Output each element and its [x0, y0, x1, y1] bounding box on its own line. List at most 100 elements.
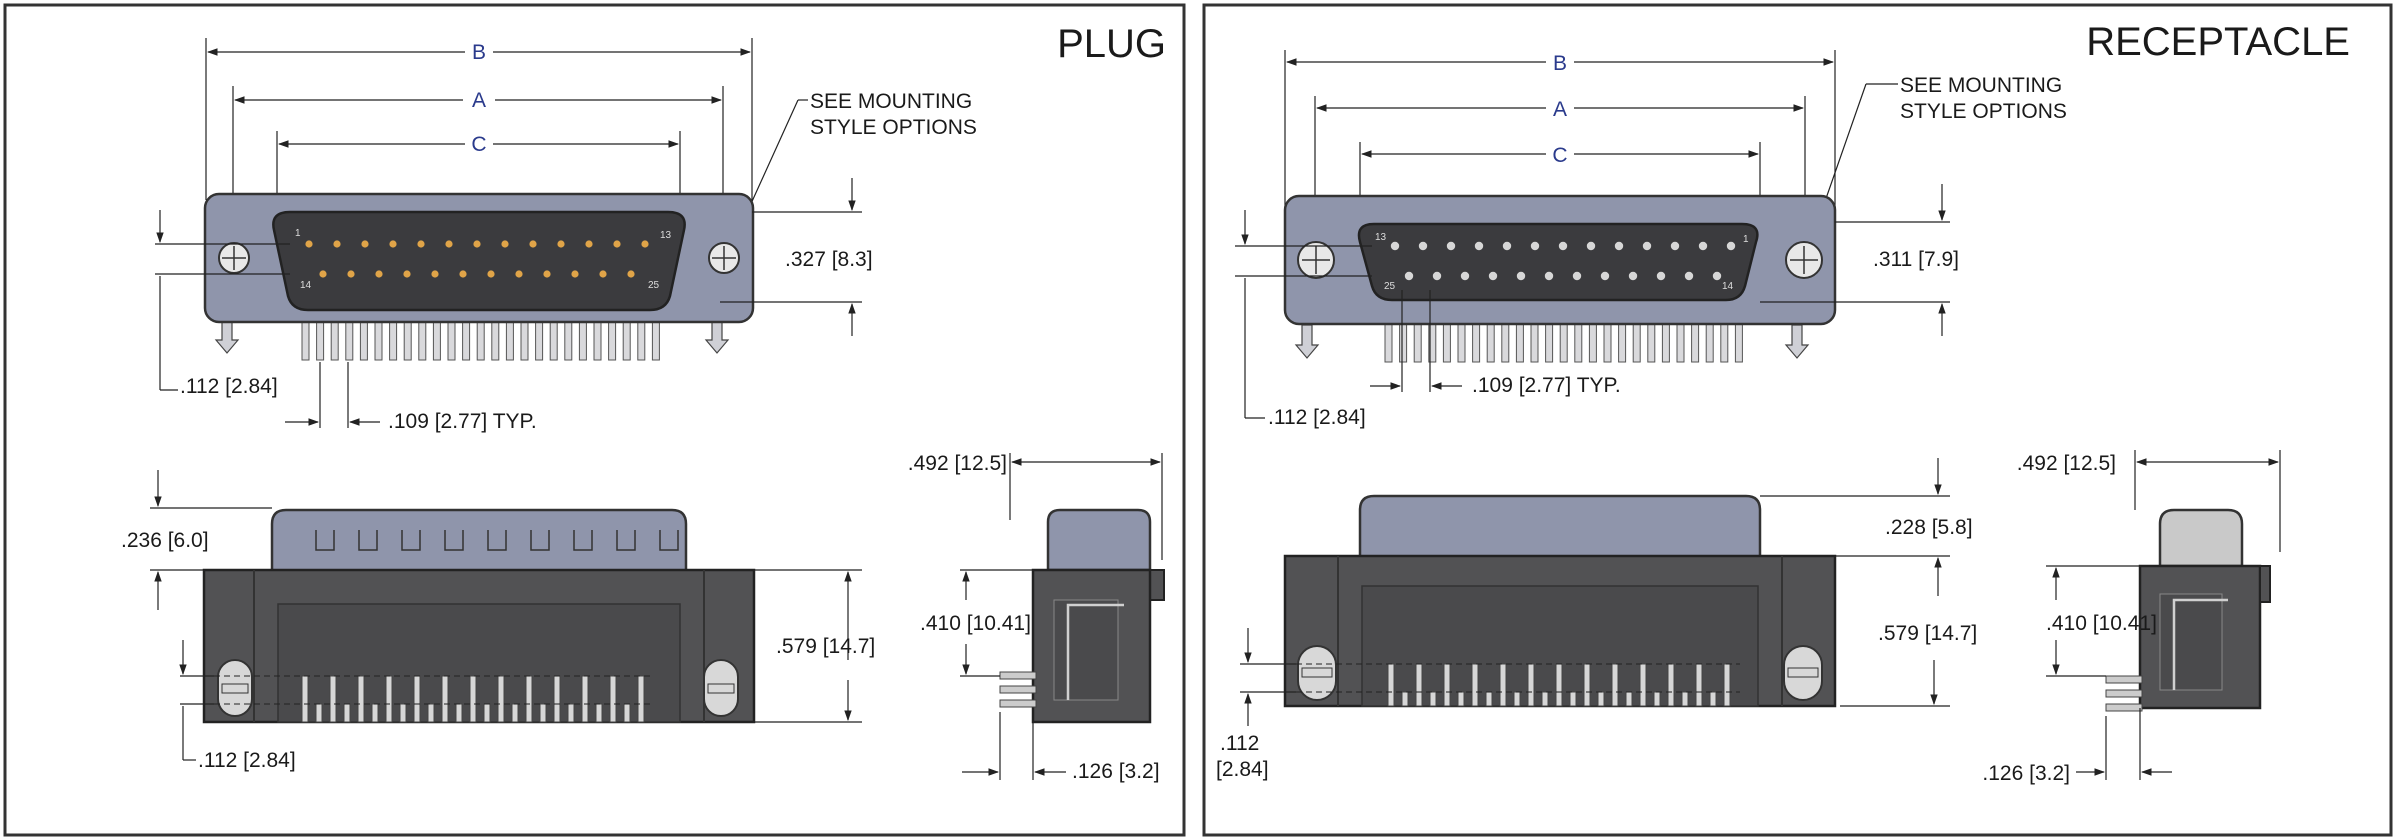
plug-pin — [585, 240, 593, 248]
plug-shell-notch — [530, 530, 550, 551]
receptacle-body-pin — [1681, 691, 1689, 707]
plug-shell-notch — [659, 530, 679, 551]
plug-mount-note-line2: STYLE OPTIONS — [810, 116, 977, 139]
receptacle-tail-pin — [1603, 319, 1612, 363]
plug-side-shell — [270, 508, 688, 574]
receptacle-body-pin — [1653, 691, 1661, 707]
plug-pin-height-label: .410 [10.41] — [920, 612, 1031, 635]
plug-tail-pin — [389, 317, 398, 361]
plug-pin — [473, 240, 481, 248]
receptacle-tail-pin — [1676, 319, 1685, 363]
plug-body-pin — [343, 703, 351, 723]
receptacle-tail-pin — [1661, 319, 1670, 363]
plug-height-label: .327 [8.3] — [785, 248, 873, 271]
receptacle-profile-view: .492 [12.5] .410 [10.41] .126 [3.2] — [1982, 450, 2281, 785]
plug-body-pin — [623, 703, 631, 723]
receptacle-peg-right — [1784, 324, 1810, 359]
plug-body-pin — [595, 703, 603, 723]
plug-tail-pin — [403, 317, 412, 361]
plug-pin — [431, 270, 439, 278]
plug-row-offset-dimension: .112 [2.84] — [179, 640, 296, 772]
receptacle-body-pin — [1639, 663, 1647, 707]
plug-pin — [487, 270, 495, 278]
plug-dim-a: A — [472, 89, 486, 112]
plug-shell-notch — [487, 530, 507, 551]
plug-pin — [347, 270, 355, 278]
plug-tail-pin — [462, 317, 471, 361]
plug-tail-pin — [316, 317, 325, 361]
plug-tail-pin — [345, 317, 354, 361]
plug-offset-dimension: .112 [2.84] — [155, 210, 290, 398]
plug-pin-label-14: 14 — [300, 280, 312, 291]
receptacle-pin-label-14: 14 — [1722, 281, 1734, 292]
plug-tail-pin — [578, 317, 587, 361]
receptacle-title: RECEPTACLE — [2086, 20, 2350, 64]
receptacle-tail-pin — [1530, 319, 1539, 363]
receptacle-tail-pin — [1457, 319, 1466, 363]
plug-pin — [641, 240, 649, 248]
receptacle-body-pin — [1709, 691, 1717, 707]
receptacle-pin-height-label: .410 [10.41] — [2046, 612, 2157, 635]
receptacle-height-dimension: .311 [7.9] — [1760, 184, 1959, 336]
receptacle-tail-pin — [1632, 319, 1641, 363]
plug-shell-notches — [315, 530, 679, 551]
plug-pin-label-13: 13 — [660, 230, 672, 241]
receptacle-tail-pin — [1486, 319, 1495, 363]
plug-height-dimension: .327 [8.3] — [720, 178, 873, 336]
receptacle-mounting-note: SEE MOUNTING STYLE OPTIONS — [1807, 74, 2067, 252]
receptacle-socket — [1600, 271, 1610, 281]
receptacle-body-pin — [1513, 691, 1521, 707]
plug-tail-pin — [637, 317, 646, 361]
plug-pin — [501, 240, 509, 248]
receptacle-body-pin — [1625, 691, 1633, 707]
receptacle-tail-pin — [1720, 319, 1729, 363]
plug-panel: PLUG B A C SEE MOUNTING STYLE OPTIONS — [3, 3, 1186, 837]
plug-body-pin — [329, 675, 337, 723]
receptacle-tail-pin — [1384, 319, 1393, 363]
receptacle-tail-pin — [1647, 319, 1656, 363]
plug-body-pin — [427, 703, 435, 723]
plug-body-pin — [553, 675, 561, 723]
plug-pitch-dimension: .109 [2.77] TYP. — [285, 362, 537, 433]
plug-side-hole-right — [703, 659, 739, 717]
plug-body-pin — [609, 675, 617, 723]
receptacle-socket — [1544, 271, 1554, 281]
receptacle-body-pin — [1583, 663, 1591, 707]
receptacle-panel: RECEPTACLE B A C SEE MOUNTING STYLE OPTI… — [1202, 3, 2393, 837]
receptacle-side-height-dimension: .228 [5.8] — [1760, 458, 1973, 596]
receptacle-tail-pin — [1399, 319, 1408, 363]
receptacle-socket — [1460, 271, 1470, 281]
plug-body-height-label: .579 [14.7] — [776, 635, 875, 658]
receptacle-side-hole-left — [1297, 645, 1337, 701]
plug-depth-label: .492 [12.5] — [908, 452, 1007, 475]
plug-body-height-dimension: .579 [14.7] — [754, 569, 875, 723]
receptacle-socket — [1530, 241, 1540, 251]
plug-tail-pin — [651, 317, 660, 361]
receptacle-socket — [1642, 241, 1652, 251]
receptacle-pin-label-25: 25 — [1384, 281, 1396, 292]
plug-mount-hole-right — [708, 242, 740, 274]
plug-pin — [403, 270, 411, 278]
receptacle-tail-pin — [1559, 319, 1568, 363]
plug-tail-pin — [520, 317, 529, 361]
receptacle-body-pin — [1499, 663, 1507, 707]
receptacle-socket — [1390, 241, 1400, 251]
receptacle-pin-label-13: 13 — [1375, 232, 1387, 243]
plug-tail-pin — [564, 317, 573, 361]
plug-shell-notch — [358, 530, 378, 551]
receptacle-mount-hole-left — [1297, 241, 1335, 279]
receptacle-socket — [1586, 241, 1596, 251]
plug-tail-pin — [374, 317, 383, 361]
plug-pin — [571, 270, 579, 278]
receptacle-socket — [1726, 241, 1736, 251]
receptacle-mount-note-line2: STYLE OPTIONS — [1900, 100, 2067, 123]
receptacle-body-pin — [1485, 691, 1493, 707]
receptacle-body-pin — [1695, 663, 1703, 707]
plug-tail-pin — [432, 317, 441, 361]
receptacle-pin-label-1: 1 — [1743, 234, 1749, 245]
receptacle-side-height-label: .228 [5.8] — [1885, 516, 1973, 539]
receptacle-body-pin — [1429, 691, 1437, 707]
receptacle-body-pin — [1569, 691, 1577, 707]
receptacle-socket — [1558, 241, 1568, 251]
